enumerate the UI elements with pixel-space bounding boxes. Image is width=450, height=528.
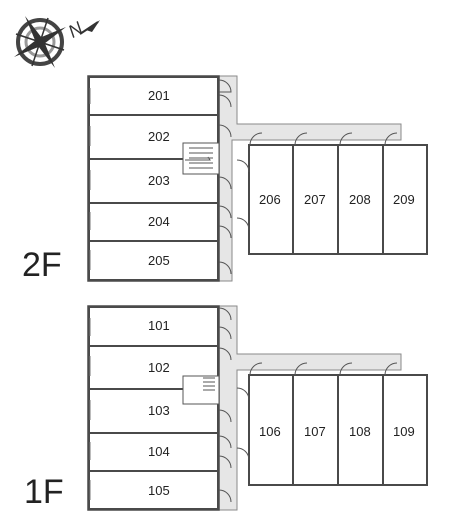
- compass-rose-icon: [14, 16, 66, 68]
- room-208[interactable]: [337, 144, 384, 255]
- stair-1f: [182, 375, 220, 405]
- room-101-label: 101: [148, 318, 170, 333]
- north-arrow-icon: N: [65, 17, 100, 42]
- room-205[interactable]: [88, 240, 219, 281]
- room-209[interactable]: [382, 144, 428, 255]
- room-104[interactable]: [88, 432, 219, 472]
- floor-1f: 101 102 103 104 105 106 107 108 109: [24, 305, 428, 511]
- room-205-label: 205: [148, 253, 170, 268]
- room-209-label: 209: [393, 192, 415, 207]
- room-201-label: 201: [148, 88, 170, 103]
- room-106[interactable]: [248, 374, 294, 486]
- room-202-label: 202: [148, 129, 170, 144]
- room-206[interactable]: [248, 144, 294, 255]
- north-letter: N: [65, 17, 87, 41]
- room-106-label: 106: [259, 424, 281, 439]
- room-102-label: 102: [148, 360, 170, 375]
- room-109[interactable]: [382, 374, 428, 486]
- room-208-label: 208: [349, 192, 371, 207]
- stair-2f: [182, 142, 220, 175]
- floor-2f: 201 202 203 204 205 206 207: [22, 75, 428, 284]
- room-204-label: 204: [148, 214, 170, 229]
- room-107-label: 107: [304, 424, 326, 439]
- room-105-label: 105: [148, 483, 170, 498]
- room-203-label: 203: [148, 173, 170, 188]
- door-swings-1f-east: [236, 362, 398, 461]
- room-108-label: 108: [349, 424, 371, 439]
- door-swings-2f-west: [218, 79, 232, 275]
- room-207-label: 207: [304, 192, 326, 207]
- room-201[interactable]: [88, 76, 219, 116]
- door-swings-1f-west: [218, 307, 232, 503]
- room-104-label: 104: [148, 444, 170, 459]
- floor-1f-label: 1F: [24, 473, 64, 511]
- room-206-label: 206: [259, 192, 281, 207]
- floor-2f-label: 2F: [22, 246, 62, 284]
- room-105[interactable]: [88, 470, 219, 510]
- door-swings-2f-east: [236, 132, 398, 231]
- room-109-label: 109: [393, 424, 415, 439]
- room-103-label: 103: [148, 403, 170, 418]
